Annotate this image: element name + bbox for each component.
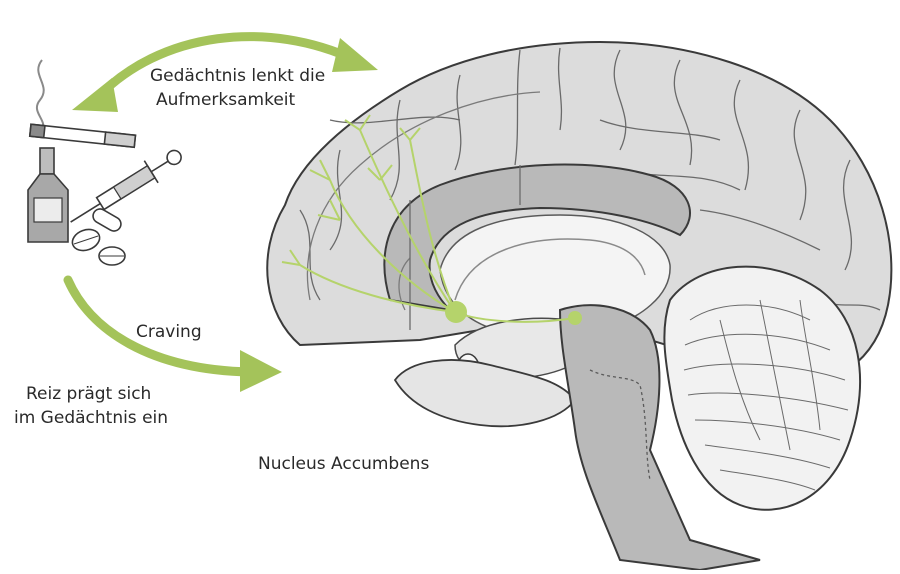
vta-marker [568, 311, 582, 325]
nucleus-accumbens-label: Nucleus Accumbens [258, 452, 429, 476]
pills-icon [69, 206, 125, 265]
brain [267, 42, 891, 570]
craving-arrow-head [240, 350, 282, 392]
stimulus-label-line2: im Gedächtnis ein [14, 406, 168, 430]
memory-arrow-head-right [332, 38, 378, 72]
craving-label: Craving [136, 320, 202, 344]
nucleus-accumbens-marker [445, 301, 467, 323]
stimulus-label: Reiz prägt sich im Gedächtnis ein [14, 382, 168, 430]
memory-arrow-head-left [72, 78, 118, 112]
memory-label: Gedächtnis lenkt die Aufmerksamkeit [150, 64, 325, 112]
cerebellum [664, 267, 860, 510]
cigarette-icon [30, 124, 136, 147]
bottle-icon [28, 148, 68, 242]
stimulus-label-line1: Reiz prägt sich [14, 382, 168, 406]
smoke-icon [37, 60, 44, 130]
memory-label-line1: Gedächtnis lenkt die [150, 64, 325, 88]
memory-label-line2: Aufmerksamkeit [150, 88, 325, 112]
syringe-icon [64, 143, 187, 233]
